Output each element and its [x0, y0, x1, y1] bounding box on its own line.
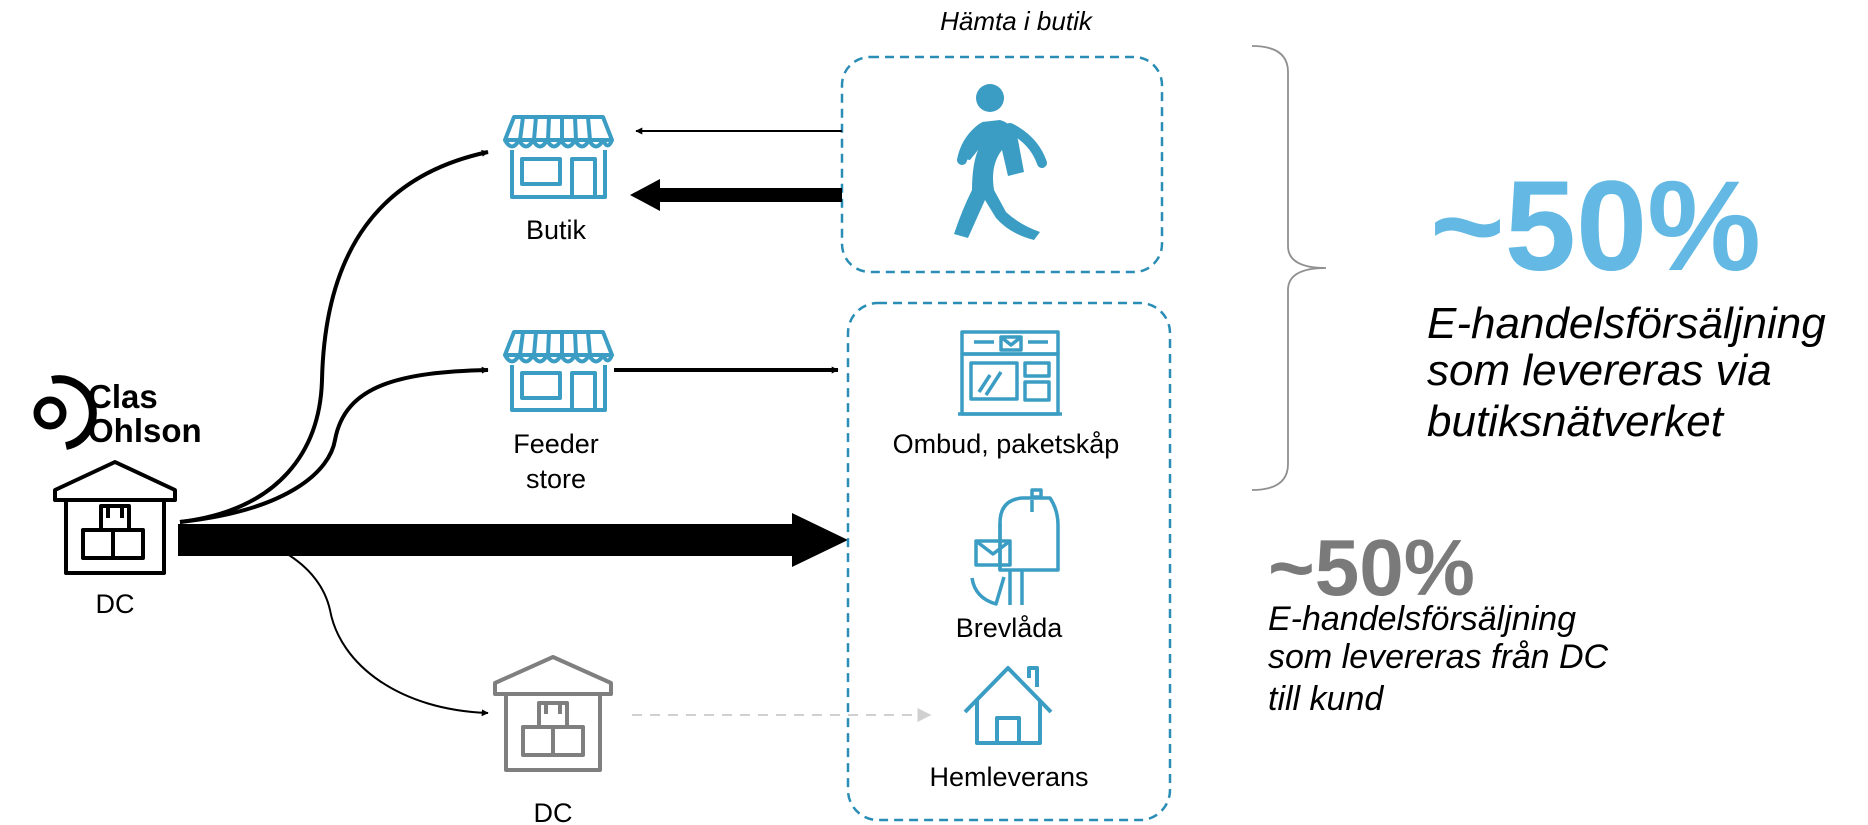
from-dc-desc-line-2: som levereras från DC [1268, 638, 1609, 676]
store-network-percent: ~50% [1430, 155, 1761, 298]
dc-secondary-label: DC [534, 798, 573, 825]
pickup-heading: Hämta i butik [940, 6, 1094, 36]
dc-main-label: DC [96, 589, 135, 619]
brevlada-label: Brevlåda [956, 613, 1064, 643]
brace-store-network [1251, 45, 1327, 491]
arrow-pickup-thick [630, 179, 842, 211]
logo-line-1: Clas [88, 378, 158, 415]
hemleverans-label: Hemleverans [929, 762, 1088, 792]
warehouse-icon-secondary [493, 655, 613, 772]
store-icon-butik [503, 115, 614, 199]
arrow-dc-to-customer-thick [178, 513, 848, 567]
from-dc-desc-line-1: E-handelsförsäljning [1268, 600, 1576, 638]
butik-label: Butik [526, 215, 587, 245]
feeder-label-line-1: Feeder [513, 429, 599, 459]
delivery-box [846, 301, 1172, 822]
arrow-dc-to-feeder [179, 366, 489, 524]
feeder-label-line-2: store [526, 464, 586, 494]
warehouse-icon [53, 460, 177, 575]
mailbox-icon [970, 488, 1060, 606]
parcel-locker-icon [958, 330, 1062, 416]
store-network-desc-line-1: E-handelsförsäljning [1427, 299, 1826, 348]
arrow-dc-to-butik [179, 149, 489, 524]
clas-ohlson-logo: Clas Ohlson [33, 375, 202, 450]
store-network-desc-line-2: som levereras via [1427, 346, 1772, 395]
from-dc-percent: ~50% [1268, 523, 1475, 612]
ombud-label: Ombud, paketskåp [893, 429, 1120, 459]
store-network-desc-line-3: butiksnätverket [1427, 397, 1725, 446]
store-icon-feeder [503, 330, 614, 412]
logo-line-2: Ohlson [88, 412, 202, 449]
pickup-box [840, 55, 1164, 274]
from-dc-desc-line-3: till kund [1268, 680, 1384, 718]
house-icon [963, 666, 1053, 745]
walking-person-icon [954, 84, 1047, 240]
